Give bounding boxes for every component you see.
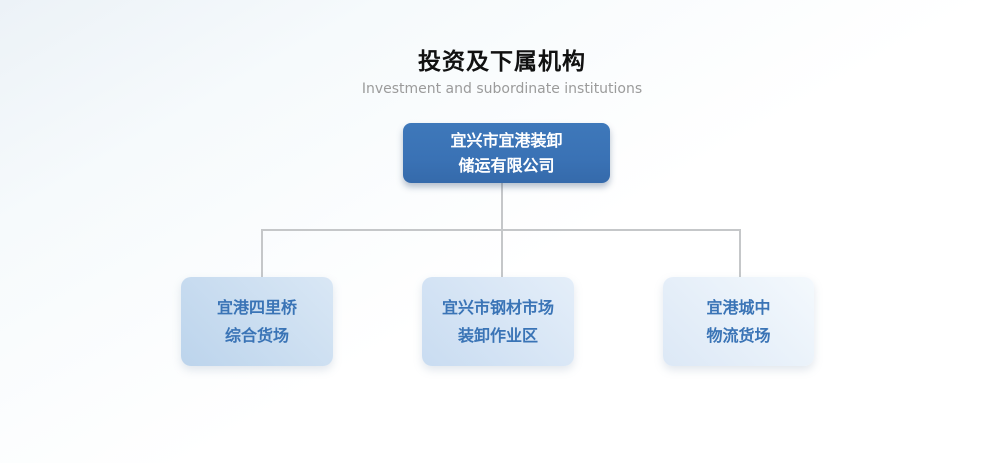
connector-root-vertical [501, 183, 503, 230]
org-node-label-line: 宜兴市钢材市场 [441, 297, 554, 317]
org-node-label-line: 宜港城中 [706, 297, 771, 317]
org-node-label-line: 宜港四里桥 [216, 297, 297, 317]
page-title: 投资及下属机构 [418, 49, 586, 75]
page-subtitle: Investment and subordinate institutions [361, 81, 643, 97]
org-node-label-line: 宜兴市宜港装卸 [450, 131, 563, 150]
connector-left-drop [261, 231, 263, 277]
org-node-child-steel-market-zone: 宜兴市钢材市场 装卸作业区 [422, 277, 574, 366]
title-block: 投资及下属机构 Investment and subordinate insti… [0, 48, 1004, 98]
connector-middle-drop [501, 231, 503, 277]
org-node-child-siligiao-yard: 宜港四里桥 综合货场 [181, 277, 333, 366]
connector-right-drop [739, 231, 741, 277]
org-node-child-chengzhong-logistics: 宜港城中 物流货场 [663, 277, 814, 366]
org-node-label-line: 物流货场 [706, 325, 771, 345]
org-node-label-line: 综合货场 [224, 325, 289, 345]
org-node-parent-company: 宜兴市宜港装卸 储运有限公司 [403, 123, 610, 183]
org-node-label-line: 装卸作业区 [457, 325, 538, 345]
connector-horizontal [261, 229, 741, 231]
org-node-label-line: 储运有限公司 [458, 156, 555, 175]
